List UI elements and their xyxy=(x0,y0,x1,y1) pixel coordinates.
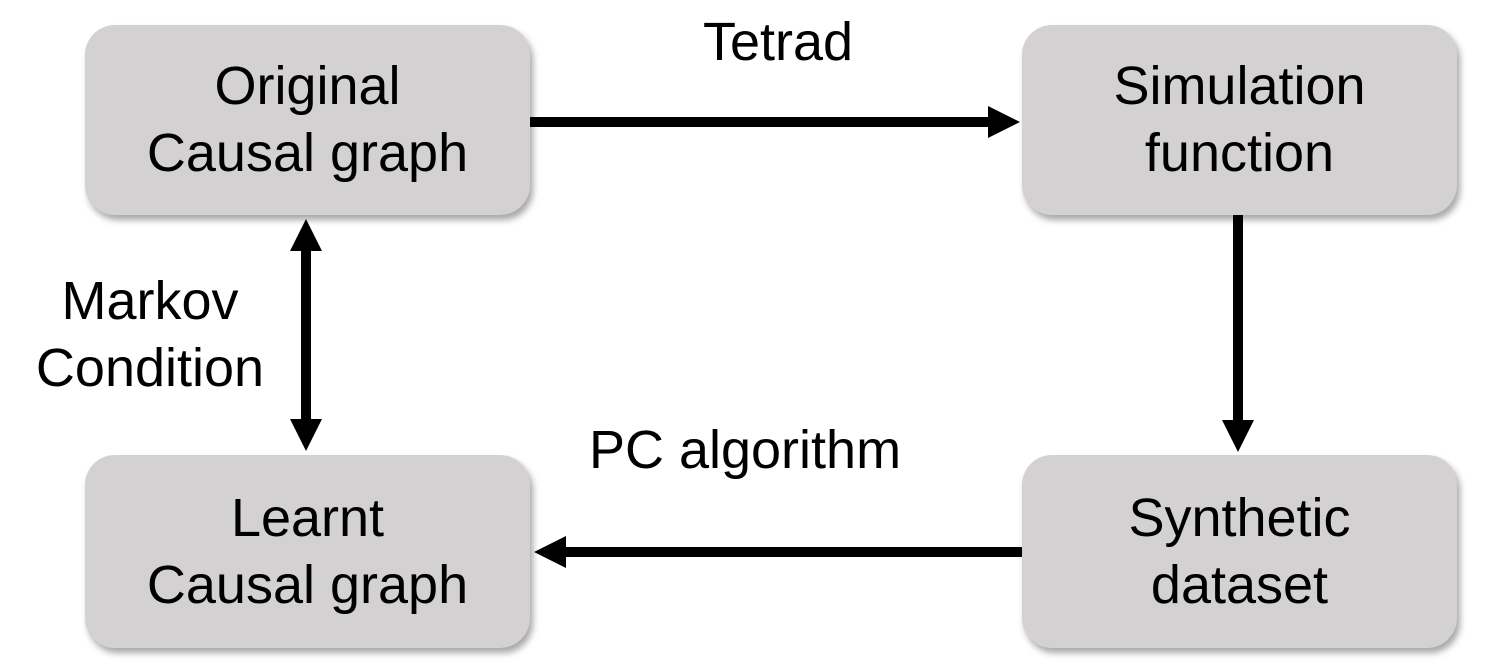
node-original-causal-graph: Original Causal graph xyxy=(85,25,530,215)
node-label-line: dataset xyxy=(1150,554,1329,615)
node-label-line: Original xyxy=(214,56,401,116)
edge-label-line: Markov xyxy=(61,271,239,331)
node-label-line: Simulation xyxy=(1113,56,1366,116)
node-label-line: Synthetic xyxy=(1128,487,1351,548)
edge-label-markov-condition: Markov Condition xyxy=(36,268,264,402)
node-label-line: Causal graph xyxy=(146,554,469,615)
node-label-line: function xyxy=(1144,123,1335,183)
node-learnt-causal-graph: Learnt Causal graph xyxy=(85,455,530,648)
node-synthetic-dataset: Synthetic dataset xyxy=(1022,455,1457,648)
edge-label-tetrad: Tetrad xyxy=(702,12,854,72)
edge-label-pc-algorithm: PC algorithm xyxy=(588,420,902,480)
edge-label-line: Condition xyxy=(35,338,265,398)
node-label-line: Learnt xyxy=(230,487,385,548)
node-simulation-function: Simulation function xyxy=(1022,25,1457,215)
node-label-line: Causal graph xyxy=(146,123,469,183)
